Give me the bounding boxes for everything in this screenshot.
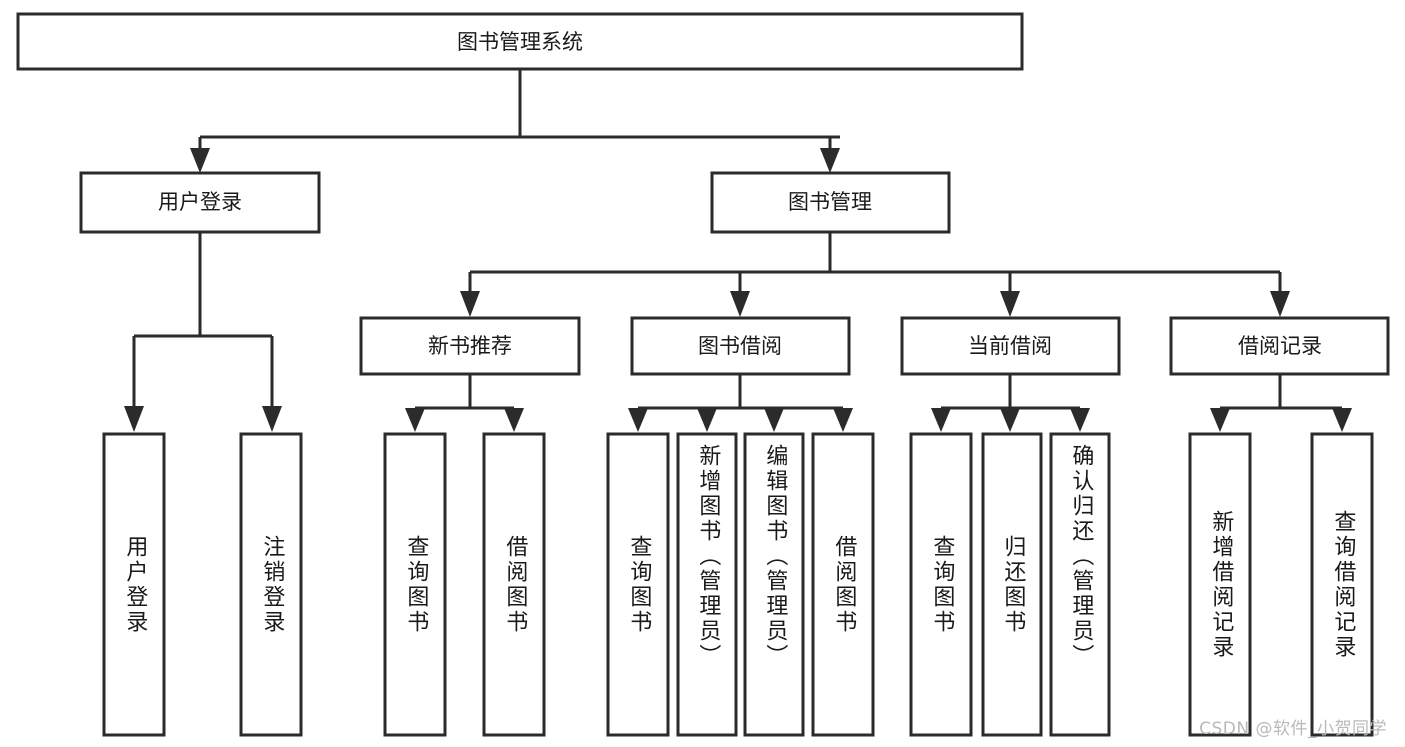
arrow-to-leaf-query-book-1 (405, 408, 425, 432)
node-root[interactable]: 图书管理系统 (16, 12, 1024, 71)
arrow-to-leaf-query-book-2 (628, 408, 648, 432)
node-leaf-user-logout-box[interactable] (239, 432, 303, 737)
connector-new-book-recommend-trunk (413, 374, 516, 412)
node-current-borrow-box[interactable] (900, 316, 1121, 376)
connector-book-management-trunk (468, 232, 1282, 295)
node-leaf-edit-book-box[interactable] (743, 432, 805, 737)
node-new-book-recommend-label: 新书推荐 (428, 334, 512, 358)
node-book-management[interactable]: 图书管理 (710, 171, 951, 234)
connector-borrow-record-trunk (1218, 374, 1344, 412)
arrow-to-book-management (820, 148, 840, 173)
arrow-to-leaf-edit-book (764, 408, 784, 432)
node-user-login-label: 用户登录 (158, 190, 242, 214)
arrow-to-borrow-record (1270, 291, 1290, 317)
node-leaf-add-book-box[interactable] (676, 432, 738, 737)
node-leaf-borrow-book-2-box[interactable] (811, 432, 875, 737)
arrow-to-leaf-borrow-book-2 (833, 408, 853, 432)
connector-current-borrow-trunk (939, 374, 1082, 412)
arrow-to-leaf-add-book (697, 408, 717, 432)
arrow-to-leaf-query-book-3 (931, 408, 951, 432)
arrow-to-leaf-query-borrow-record (1332, 408, 1352, 432)
leaf-boxes-layer (102, 432, 1374, 737)
node-book-borrow-label: 图书借阅 (698, 334, 782, 358)
arrow-to-book-borrow (730, 291, 750, 317)
node-leaf-return-book-box[interactable] (981, 432, 1043, 737)
arrow-to-user-login (190, 148, 210, 173)
node-root-label: 图书管理系统 (457, 30, 583, 54)
node-user-login[interactable]: 用户登录 (79, 171, 321, 234)
connector-book-borrow-trunk (636, 374, 845, 412)
arrow-to-leaf-user-login (124, 406, 144, 432)
node-borrow-record[interactable]: 借阅记录 (1169, 316, 1390, 376)
node-book-management-label: 图书管理 (788, 190, 872, 214)
node-leaf-query-borrow-record-box[interactable] (1310, 432, 1374, 737)
node-borrow-record-label: 借阅记录 (1238, 334, 1322, 358)
node-book-management-box[interactable] (710, 171, 951, 234)
csdn-watermark: CSDN @软件_小贺同学 (1199, 719, 1387, 739)
arrow-to-leaf-user-logout (262, 406, 282, 432)
arrow-to-new-book-recommend (460, 291, 480, 317)
node-new-book-recommend-box[interactable] (359, 316, 581, 376)
arrow-to-leaf-borrow-book-1 (504, 408, 524, 432)
node-leaf-confirm-return-box[interactable] (1049, 432, 1111, 737)
node-borrow-record-box[interactable] (1169, 316, 1390, 376)
node-current-borrow[interactable]: 当前借阅 (900, 316, 1121, 376)
connectors-layer (124, 69, 1352, 432)
node-leaf-query-book-1-box[interactable] (383, 432, 447, 737)
node-user-login-box[interactable] (79, 171, 321, 234)
node-leaf-add-borrow-record-box[interactable] (1188, 432, 1252, 737)
node-leaf-query-book-3-box[interactable] (909, 432, 973, 737)
node-book-borrow[interactable]: 图书借阅 (630, 316, 851, 376)
node-book-borrow-box[interactable] (630, 316, 851, 376)
arrow-to-leaf-confirm-return (1070, 408, 1090, 432)
connector-root-trunk (198, 69, 840, 152)
node-leaf-query-book-2-box[interactable] (606, 432, 670, 737)
connector-user-login-trunk (132, 232, 274, 410)
arrow-to-leaf-add-borrow-record (1210, 408, 1230, 432)
arrow-to-current-borrow (1000, 291, 1020, 317)
node-new-book-recommend[interactable]: 新书推荐 (359, 316, 581, 376)
node-leaf-user-login-box[interactable] (102, 432, 166, 737)
node-current-borrow-label: 当前借阅 (968, 334, 1052, 358)
node-root-box[interactable] (16, 12, 1024, 71)
node-leaf-borrow-book-1-box[interactable] (482, 432, 546, 737)
arrow-to-leaf-return-book (1000, 408, 1020, 432)
